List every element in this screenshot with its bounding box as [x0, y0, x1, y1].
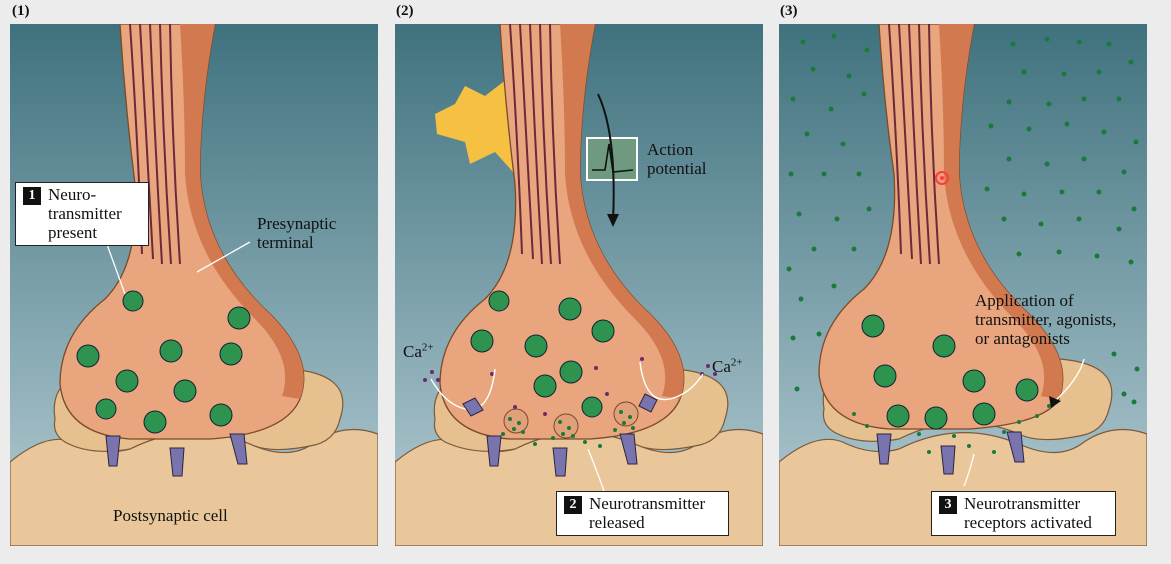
panel-2-illustration [395, 24, 763, 546]
vesicles [861, 314, 1039, 430]
calcium-label-left: Ca2+ [403, 342, 434, 361]
recording-electrode-dot [940, 176, 944, 180]
released-transmitter [501, 410, 635, 448]
step-1-line-3: present [48, 223, 98, 242]
action-potential-label: Action potential [647, 140, 706, 178]
panel-3: Application of transmitter, agonists, or… [779, 24, 1147, 546]
action-potential-line-2: potential [647, 159, 707, 178]
postsynaptic-cell [10, 428, 378, 546]
calcium-label-right: Ca2+ [712, 357, 743, 376]
step-2-line-2: released [589, 513, 645, 532]
ion-symbol: Ca [712, 357, 731, 376]
panel-1: 1 Neuro- transmitter present Presynaptic… [10, 24, 378, 546]
step-1-line-2: transmitter [48, 204, 122, 223]
presynaptic-terminal [439, 24, 685, 440]
propagation-arrow [597, 93, 615, 223]
ion-charge: 2+ [421, 341, 434, 354]
step-1-badge: 1 [23, 187, 41, 205]
panel-1-illustration [10, 24, 378, 546]
application-arrow [1053, 358, 1085, 403]
panel-3-number: (3) [780, 3, 798, 19]
step-2-callout: 2 Neurotransmitter released [556, 491, 729, 536]
application-line-2: transmitter, agonists, [975, 310, 1117, 329]
panel-3-illustration [779, 24, 1147, 546]
calcium-ions [423, 357, 717, 416]
spike-trace [592, 143, 634, 173]
calcium-influx-arrow-right [639, 361, 704, 401]
axon-sheath [939, 24, 1063, 399]
step-3-line-2: receptors activated [964, 513, 1092, 532]
vesicles [470, 290, 615, 418]
step-3-line-1: Neurotransmitter [964, 494, 1081, 513]
applied-drug-dots [786, 33, 1140, 405]
ion-charge: 2+ [730, 356, 743, 369]
callout-leader-line [104, 238, 126, 295]
presynaptic-terminal-label: Presynaptic terminal [257, 214, 336, 252]
axon-fibers [129, 24, 181, 265]
arrow-head [607, 214, 619, 227]
recording-electrode-tip [935, 171, 949, 185]
step-3-badge: 3 [939, 496, 957, 514]
postsynaptic-cell-label: Postsynaptic cell [113, 506, 228, 525]
terminal-leader-line [196, 241, 251, 273]
presynaptic-label-line-2: terminal [257, 233, 314, 252]
vesicles [76, 290, 251, 434]
step-1-line-1: Neuro- [48, 185, 97, 204]
axon-fibers [509, 24, 561, 265]
calcium-influx-arrow-left [430, 368, 496, 411]
panel-2: Action potential Ca2+ Ca2+ 2 Neurotransm… [395, 24, 763, 546]
step-2-line-1: Neurotransmitter [589, 494, 706, 513]
step-1-callout: 1 Neuro- transmitter present [15, 182, 149, 246]
application-label: Application of transmitter, agonists, or… [975, 291, 1116, 348]
application-line-3: or antagonists [975, 329, 1070, 348]
step-2-badge: 2 [564, 496, 582, 514]
axon-sheath [560, 24, 684, 399]
panel-1-number: (1) [12, 3, 30, 19]
axon-fibers [888, 24, 940, 265]
presynaptic-label-line-1: Presynaptic [257, 214, 337, 233]
callout-leader-line [963, 453, 975, 487]
application-line-1: Application of [975, 291, 1074, 310]
receptors [462, 393, 658, 477]
receptors [876, 431, 1025, 475]
axon-sheath [180, 24, 304, 399]
step-3-callout: 3 Neurotransmitter receptors activated [931, 491, 1116, 536]
panel-2-number: (2) [396, 3, 414, 19]
receptors [105, 433, 248, 477]
application-arrow-head [1049, 396, 1061, 408]
action-potential-line-1: Action [647, 140, 694, 159]
ion-symbol: Ca [403, 342, 422, 361]
